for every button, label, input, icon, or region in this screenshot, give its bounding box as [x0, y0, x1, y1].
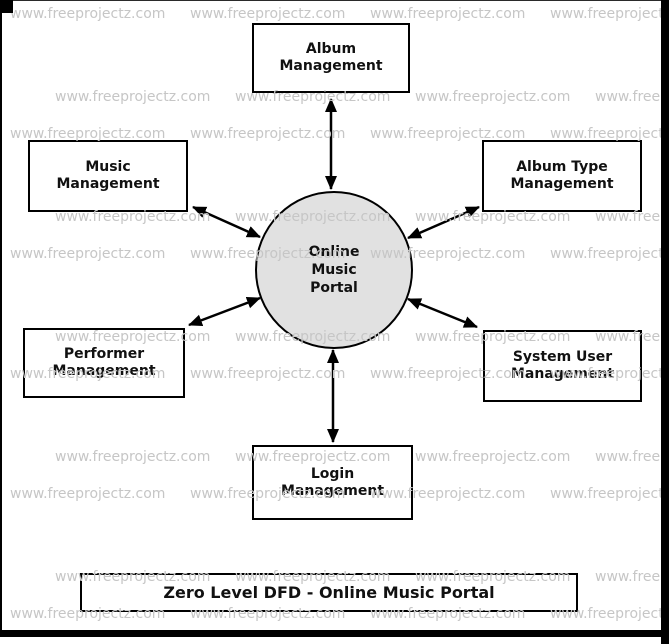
entity-login-management: Login Management [252, 445, 413, 520]
entity-album-management: Album Management [252, 23, 410, 93]
entity-performer-management: Performer Management [23, 328, 185, 398]
entity-label: System User Management [510, 349, 615, 382]
arrow-performer-portal [188, 296, 261, 327]
arrow-album-type-portal [407, 205, 480, 240]
process-label: Online Music Portal [308, 244, 360, 296]
left-edge-line [0, 13, 2, 637]
process-online-music-portal: Online Music Portal [255, 191, 413, 349]
entity-label: Music Management [56, 159, 160, 192]
arrow-music-portal [192, 205, 261, 239]
entity-label: Album Type Management [510, 159, 614, 192]
top-edge-line [0, 0, 669, 1]
entity-label: Album Management [279, 41, 383, 74]
right-edge-bar [661, 0, 669, 644]
caption-box: Zero Level DFD - Online Music Portal [80, 573, 578, 612]
arrow-system-user-portal [407, 297, 478, 329]
bottom-edge-bar [0, 630, 669, 637]
diagram-title: Zero Level DFD - Online Music Portal [163, 583, 495, 602]
entity-label: Login Management [280, 465, 385, 499]
entity-system-user-management: System User Management [483, 330, 642, 402]
top-left-corner-block [0, 0, 13, 13]
entity-music-management: Music Management [28, 140, 188, 212]
entity-album-type-management: Album Type Management [482, 140, 642, 212]
entity-label: Performer Management [52, 346, 156, 379]
